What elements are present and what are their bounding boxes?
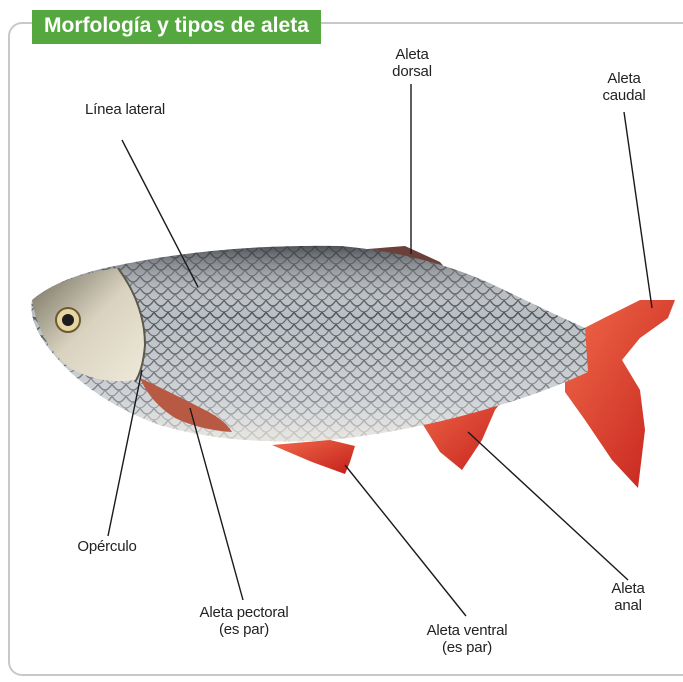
label-aleta-dorsal: Aleta dorsal bbox=[380, 46, 444, 80]
leader-aleta-caudal bbox=[624, 112, 652, 308]
label-operculo: Opérculo bbox=[64, 538, 150, 555]
label-aleta-caudal: Aleta caudal bbox=[592, 70, 656, 104]
label-aleta-ventral: Aleta ventral (es par) bbox=[408, 622, 526, 656]
label-aleta-anal: Aleta anal bbox=[598, 580, 658, 614]
ventral-fin-shape bbox=[272, 440, 355, 474]
leader-aleta-ventral bbox=[345, 465, 466, 616]
label-linea-lateral: Línea lateral bbox=[70, 101, 180, 118]
fish-icon bbox=[31, 246, 675, 488]
leader-aleta-anal bbox=[468, 432, 628, 580]
label-aleta-pectoral: Aleta pectoral (es par) bbox=[184, 604, 304, 638]
